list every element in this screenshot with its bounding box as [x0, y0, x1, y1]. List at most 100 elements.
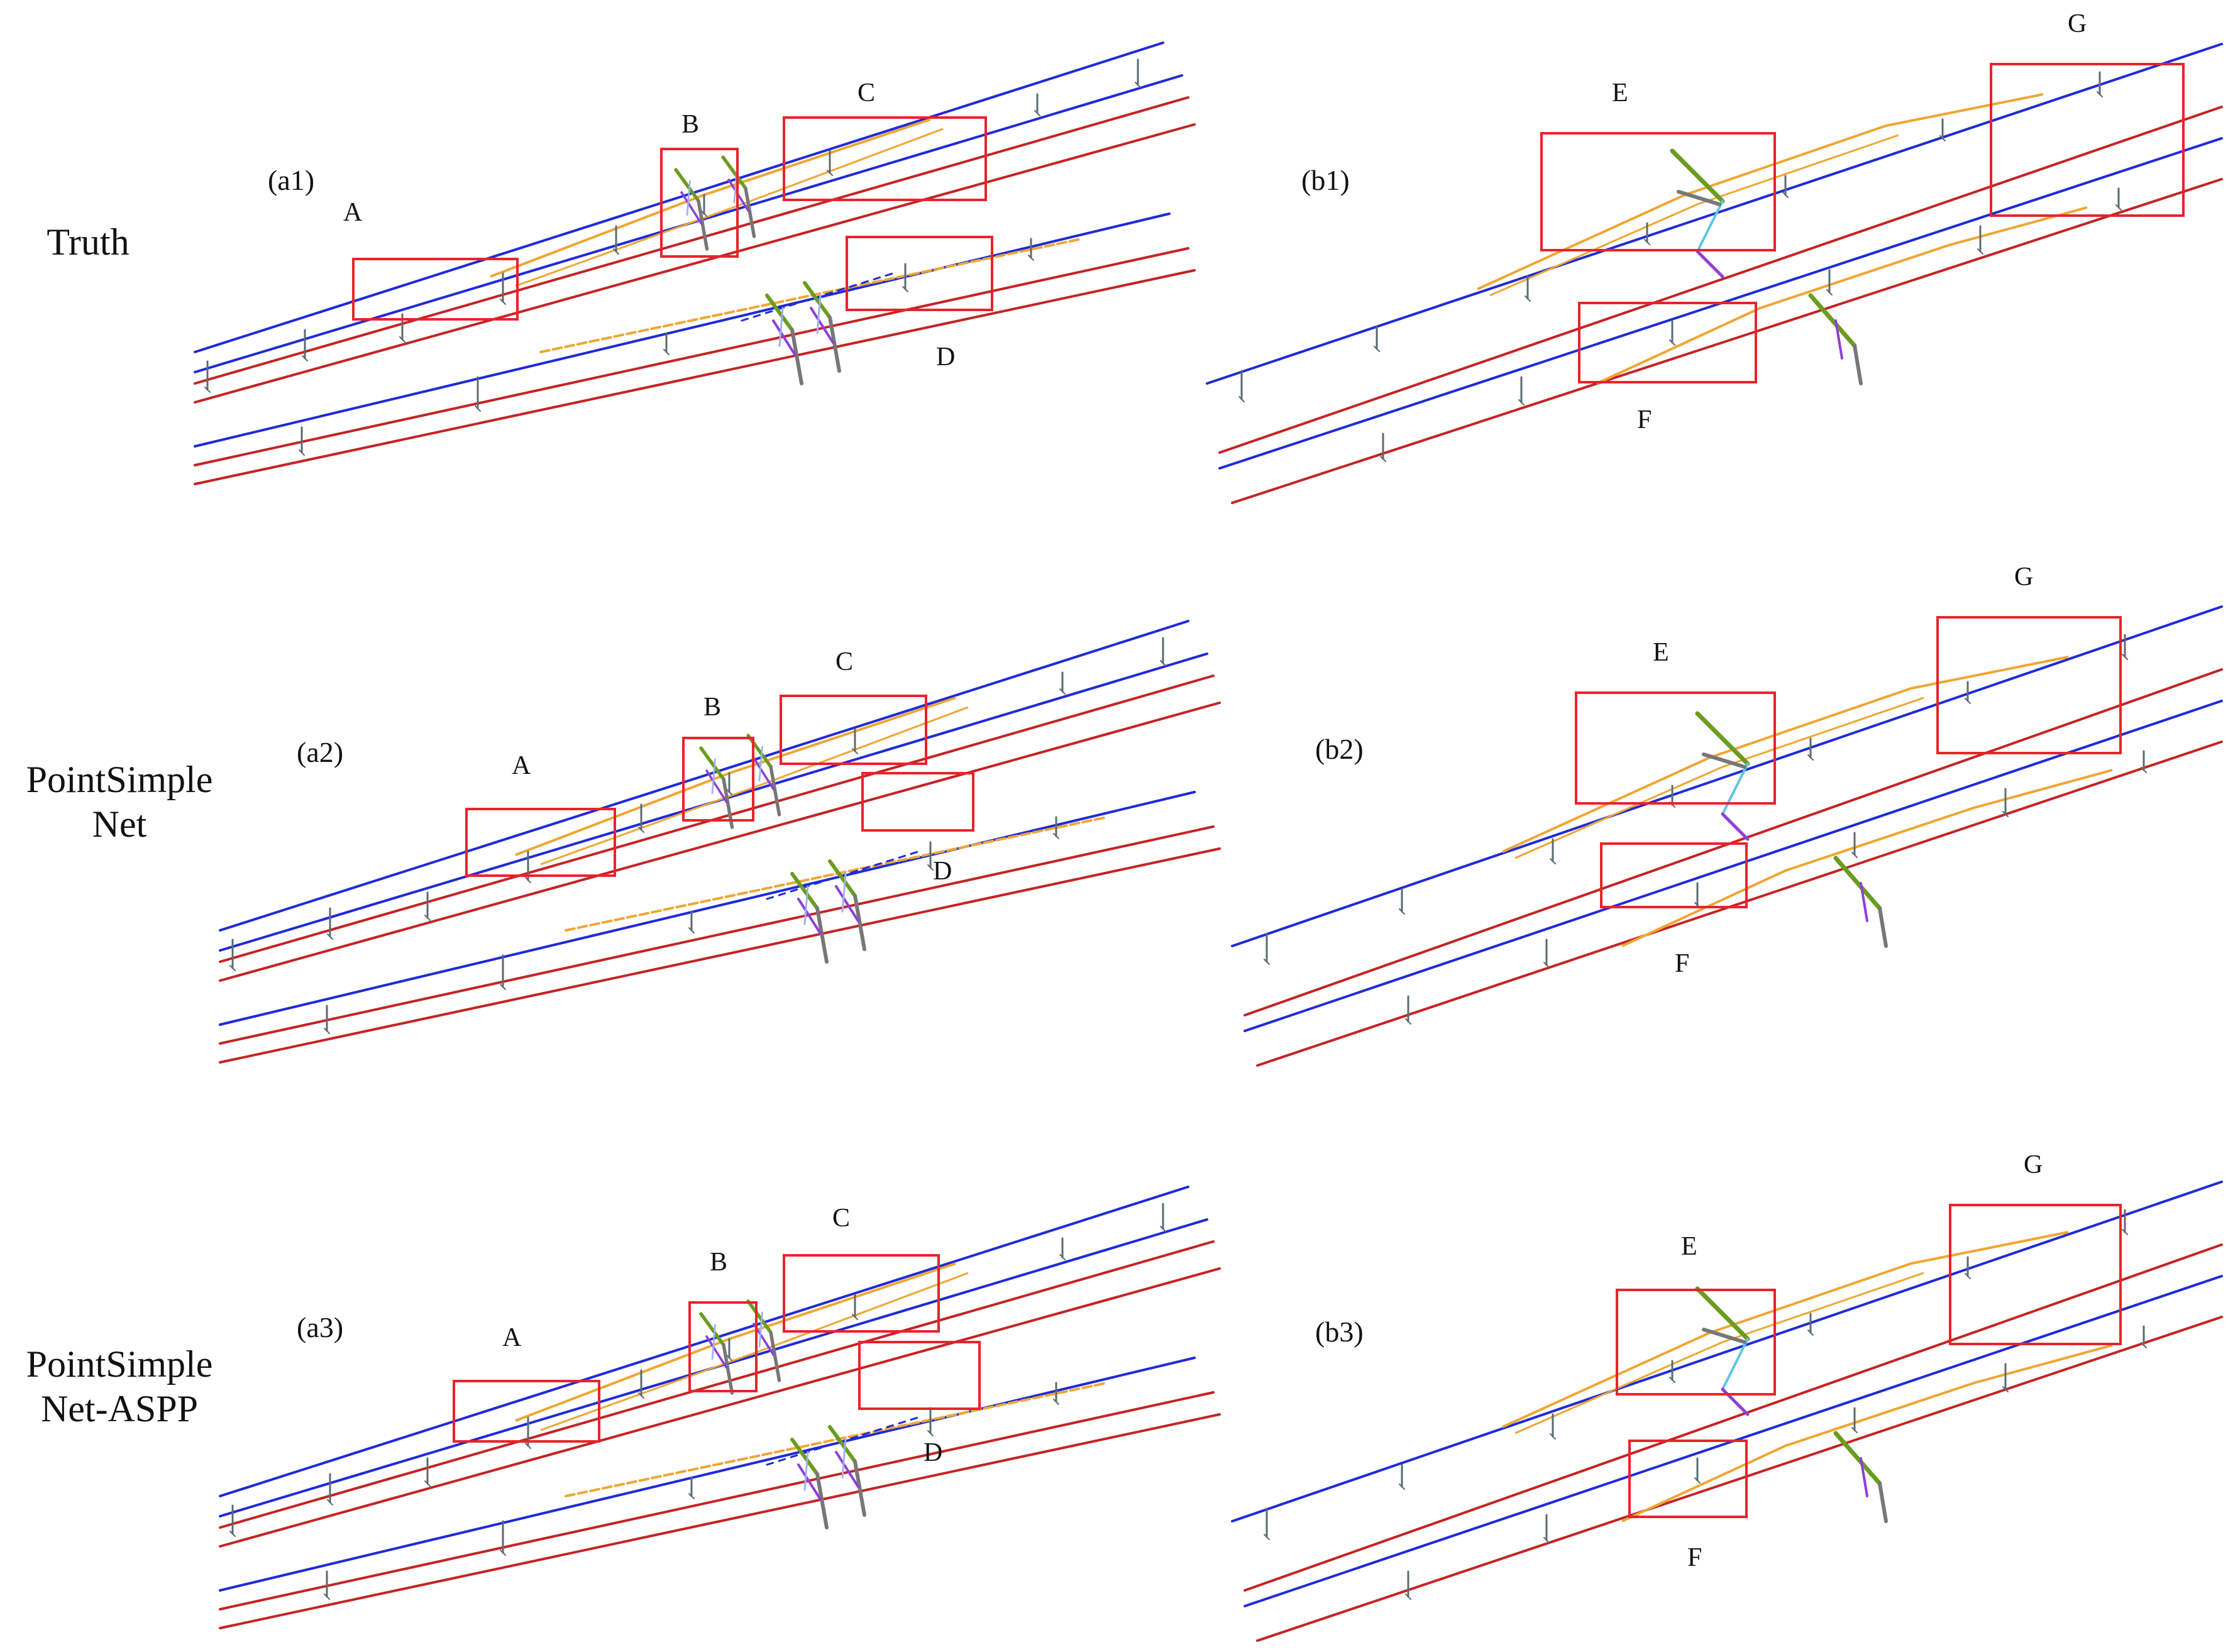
point-cloud-a3: [219, 1186, 1221, 1629]
highlight-box-b: B: [682, 693, 754, 822]
contact-wire: [219, 791, 1196, 1026]
panel-tag: (b2): [1315, 733, 1364, 765]
dropper: [475, 405, 481, 412]
dropper-cluster: [758, 746, 763, 782]
insulator: [1721, 763, 1749, 815]
support-pole: [853, 894, 866, 951]
support-pole: [815, 1472, 829, 1529]
rail: [219, 675, 1215, 963]
highlight-box-d: D: [846, 236, 993, 372]
support-pole: [722, 1343, 734, 1395]
support-pole: [744, 186, 756, 238]
dropper: [327, 933, 333, 940]
steady-arm: [1834, 319, 1843, 360]
dropper: [663, 349, 670, 355]
rail: [1256, 741, 2223, 1067]
dropper: [1694, 1477, 1701, 1484]
steady-arm: [1860, 1457, 1868, 1497]
cantilever-arm: [721, 155, 747, 190]
contact-wire: [1244, 700, 2223, 1032]
dropper: [852, 748, 858, 754]
panel-tag: (a3): [297, 1311, 344, 1343]
catenary-wire: [1621, 769, 2113, 947]
dropper: [2115, 204, 2122, 211]
dropper-cluster: [711, 758, 716, 795]
cantilever-arm: [790, 1438, 819, 1476]
dropper: [399, 336, 405, 343]
dropper-cluster: [816, 294, 822, 334]
cantilever-arm: [803, 281, 832, 319]
dropper: [1034, 110, 1040, 116]
rail: [219, 825, 1215, 1045]
dropper: [525, 877, 531, 883]
rail: [219, 847, 1221, 1064]
dropper: [701, 211, 707, 217]
steady-arm: [753, 757, 775, 791]
dropper: [1405, 1018, 1411, 1025]
highlight-box-g: G: [1936, 563, 2122, 754]
rail: [1231, 178, 2223, 504]
dropper: [852, 1314, 858, 1320]
steady-arm: [1696, 250, 1724, 278]
dropper: [1826, 289, 1833, 295]
dropper: [1405, 1594, 1411, 1600]
dropper: [1669, 1377, 1675, 1383]
dropper: [1059, 688, 1066, 695]
dropper: [2122, 1229, 2128, 1235]
dropper: [229, 1531, 236, 1537]
dropper-cluster: [758, 1311, 763, 1348]
panel-a3: (a3) A B C D: [214, 1169, 1232, 1634]
dropper: [726, 1355, 732, 1361]
rail: [194, 247, 1189, 466]
dropper: [1053, 1399, 1059, 1405]
dropper: [927, 1430, 934, 1436]
dropper: [1264, 959, 1270, 965]
catenary-wire: [1502, 1231, 2069, 1428]
dropper: [927, 864, 934, 871]
rail: [219, 702, 1221, 982]
highlight-box-d: D: [858, 1341, 981, 1467]
dropper: [2141, 767, 2147, 773]
support-pole: [853, 1460, 866, 1517]
dropper: [1939, 135, 1946, 141]
dropper: [1543, 962, 1550, 968]
highlight-box-f: F: [1578, 302, 1757, 434]
cantilever-arm: [828, 859, 857, 898]
point-cloud-a2: [219, 620, 1221, 1064]
dropper: [1851, 1427, 1858, 1433]
contact-wire: [194, 41, 1164, 353]
dropper: [2002, 811, 2009, 817]
dropper-cluster: [686, 180, 691, 216]
dropper: [726, 789, 732, 795]
dropper: [229, 965, 236, 971]
steady-arm: [797, 898, 822, 935]
dropper: [525, 1443, 531, 1449]
panel-tag: (b1): [1301, 164, 1350, 196]
dropper: [1518, 399, 1525, 405]
dropper: [324, 1594, 330, 1600]
support-pole: [1878, 906, 1888, 948]
steady-arm: [680, 191, 703, 225]
highlight-box-e: E: [1575, 638, 1776, 805]
dropper: [902, 286, 908, 292]
steady-arm: [835, 1451, 859, 1488]
highlight-box-a: A: [465, 751, 616, 877]
insulator: [1721, 1338, 1749, 1390]
dropper: [500, 299, 506, 305]
steady-arm: [1721, 812, 1750, 841]
dropper-cluster: [803, 1451, 809, 1491]
dropper: [1525, 295, 1531, 302]
dropper: [1807, 754, 1814, 761]
dropper: [1160, 660, 1166, 666]
catenary-wire: [540, 1272, 969, 1431]
panel-b3: (b3) E F G: [1220, 1144, 2228, 1642]
rail: [219, 1413, 1221, 1629]
dropper: [327, 1499, 333, 1506]
dropper: [2141, 1342, 2147, 1348]
rail: [194, 96, 1189, 385]
dropper: [1059, 1254, 1066, 1260]
panel-a1: (a1) A B C D: [189, 25, 1207, 503]
dropper-cluster: [841, 1438, 847, 1479]
support-pole: [790, 328, 803, 385]
